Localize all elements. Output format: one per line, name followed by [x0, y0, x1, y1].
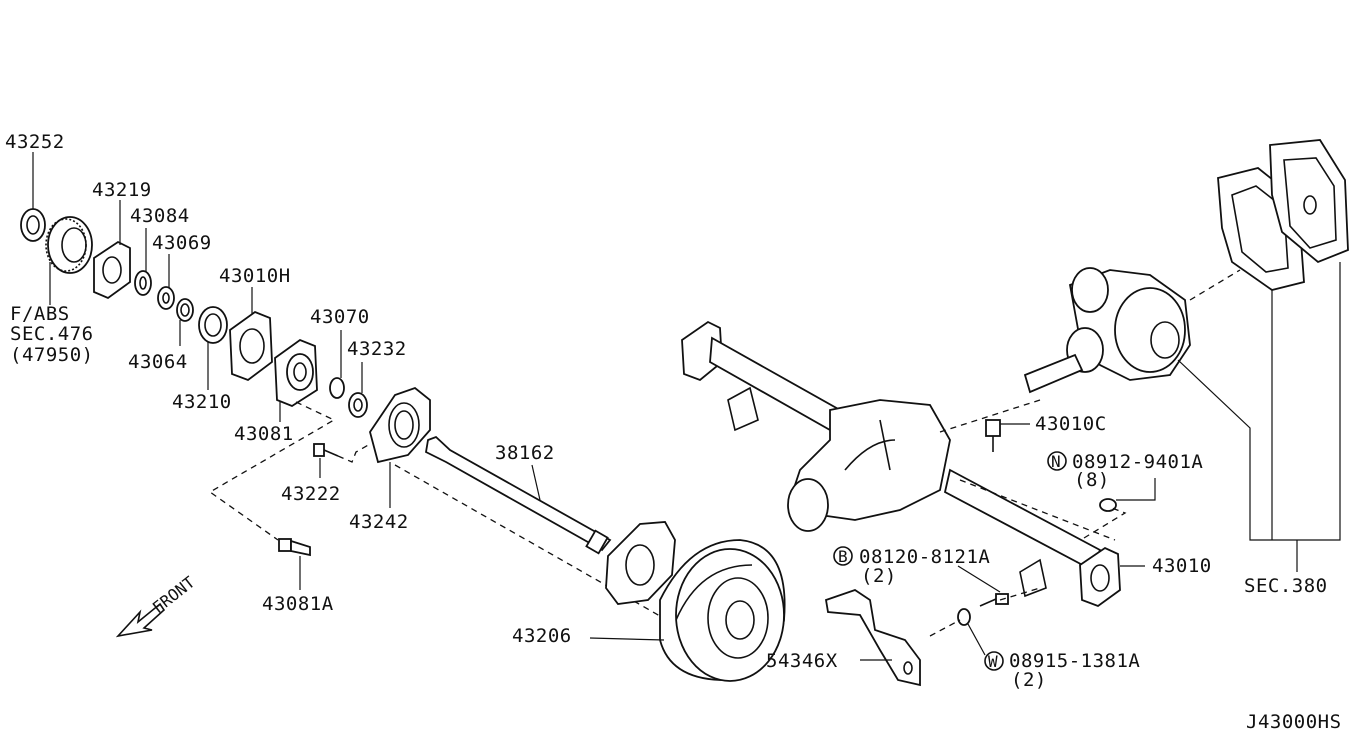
callout-43010: 43010 [1152, 555, 1212, 577]
part-43219-plate[interactable] [93, 240, 131, 300]
part-43081-housing[interactable] [274, 338, 318, 408]
part-43070-ring[interactable] [329, 377, 345, 399]
fastener-nut-08912[interactable] [1099, 498, 1117, 512]
callout-43070: 43070 [310, 306, 370, 328]
front-direction-arrow [115, 602, 166, 638]
bolt-symbol: B [838, 547, 848, 566]
callout-43232: 43232 [347, 338, 407, 360]
callout-nut-part: 08912-9401A [1072, 451, 1203, 473]
diff-cover[interactable] [1269, 139, 1349, 264]
nut-symbol: N [1051, 452, 1061, 471]
part-54346X-bracket[interactable] [824, 589, 921, 687]
part-43242-backing-plate[interactable] [369, 386, 431, 464]
callout-bolt-qty: (2) [861, 565, 897, 587]
callout-43222: 43222 [281, 483, 341, 505]
part-43222-bolt[interactable] [313, 443, 339, 457]
part-43010-axle-housing[interactable] [681, 320, 1121, 608]
callout-sec380: SEC.380 [1244, 575, 1328, 597]
callout-43069: 43069 [152, 232, 212, 254]
callout-43081A: 43081A [262, 593, 334, 615]
part-43084-lock-washer[interactable] [134, 270, 152, 296]
callout-43010H: 43010H [219, 265, 291, 287]
callout-43210: 43210 [172, 391, 232, 413]
callout-43242: 43242 [349, 511, 409, 533]
callout-38162: 38162 [495, 442, 555, 464]
callout-43252: 43252 [5, 131, 65, 153]
part-43010C-breather[interactable] [985, 419, 1001, 452]
washer-symbol-circle [984, 651, 1004, 671]
differential-carrier[interactable] [1023, 267, 1191, 394]
front-label: FRONT [149, 572, 199, 617]
callout-43064: 43064 [128, 351, 188, 373]
callout-43206: 43206 [512, 625, 572, 647]
callout-43084: 43084 [130, 205, 190, 227]
washer-symbol: W [988, 652, 998, 671]
part-43064-washer[interactable] [176, 298, 194, 322]
callout-washer-qty: (2) [1011, 669, 1047, 691]
part-43081A-bolt[interactable] [278, 538, 311, 557]
abs-sensor-ring[interactable] [45, 216, 93, 274]
part-43232-seal[interactable] [348, 392, 368, 418]
callout-nut-qty: (8) [1074, 469, 1110, 491]
part-43252-seal[interactable] [20, 208, 46, 242]
callout-washer-part: 08915-1381A [1009, 650, 1140, 672]
part-43069-nut[interactable] [157, 286, 175, 310]
callout-fabs: F/ABS [10, 303, 70, 325]
callout-fabs-part: (47950) [10, 344, 94, 366]
callout-54346X: 54346X [766, 650, 838, 672]
part-43206-brake-drum[interactable] [659, 539, 786, 682]
callout-43010C: 43010C [1035, 413, 1107, 435]
callout-43081: 43081 [234, 423, 294, 445]
diagram-code: J43000HS [1246, 711, 1342, 733]
callout-bolt-part: 08120-8121A [859, 546, 990, 568]
callout-43219: 43219 [92, 179, 152, 201]
part-43010H-plate[interactable] [229, 310, 273, 382]
fastener-washer-08915[interactable] [957, 608, 971, 626]
callout-fabs-section: SEC.476 [10, 323, 94, 345]
part-38162-axle-shaft[interactable] [425, 435, 676, 605]
fastener-bolt-08120[interactable] [979, 593, 1009, 607]
bolt-symbol-circle [833, 546, 853, 566]
nut-symbol-circle [1047, 451, 1067, 471]
part-43210-bearing[interactable] [198, 306, 228, 344]
